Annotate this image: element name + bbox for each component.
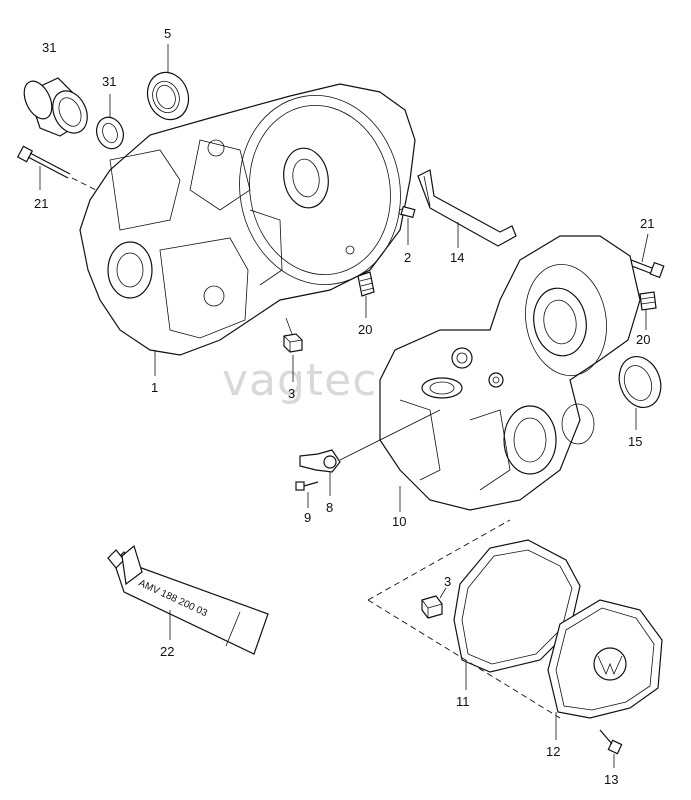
label-part-14: 14 — [450, 250, 464, 265]
label-part-11: 11 — [456, 694, 470, 709]
label-part-3-upper: 3 — [288, 386, 295, 401]
plug-part-20-right — [639, 291, 657, 330]
sensor-part-8 — [299, 449, 341, 496]
label-part-20-right: 20 — [636, 332, 650, 347]
bolt-part-21-left — [16, 145, 105, 195]
bell-housing-part-1 — [79, 83, 416, 376]
seal-part-15 — [618, 356, 662, 430]
block-part-3-lower — [421, 587, 447, 619]
label-part-8: 8 — [326, 500, 333, 515]
label-part-12: 12 — [546, 744, 560, 759]
label-part-13: 13 — [604, 772, 618, 787]
bearing-sleeve-part-31 — [23, 77, 88, 137]
label-part-3-lower: 3 — [444, 574, 451, 589]
label-part-31b: 31 — [102, 74, 116, 89]
cover-part-12 — [547, 599, 663, 740]
pin-part-2 — [400, 205, 416, 245]
part-number-labels: 31 31 5 21 1 3 2 20 14 21 20 15 9 8 10 2… — [34, 26, 654, 787]
label-part-21-right: 21 — [640, 216, 654, 231]
label-part-31a: 31 — [42, 40, 56, 55]
plug-part-20-left — [357, 271, 375, 318]
label-part-10: 10 — [392, 514, 406, 529]
label-part-5: 5 — [164, 26, 171, 41]
dashed-leader-frame — [367, 519, 561, 719]
sealant-tube-part-22 — [107, 544, 269, 655]
bracket-part-14 — [417, 169, 517, 248]
gearbox-housing-part-10 — [379, 235, 641, 512]
label-part-2: 2 — [404, 250, 411, 265]
block-part-3-upper — [283, 317, 303, 382]
bolt-part-9 — [295, 481, 319, 508]
bearing-ring-part-31 — [96, 94, 124, 150]
label-part-22: 22 — [160, 644, 174, 659]
label-part-20-left: 20 — [358, 322, 372, 337]
seal-part-5 — [146, 44, 190, 121]
label-part-1: 1 — [151, 380, 158, 395]
label-part-9: 9 — [304, 510, 311, 525]
label-part-15: 15 — [628, 434, 642, 449]
screw-part-13 — [599, 729, 623, 768]
label-part-21-left: 21 — [34, 196, 48, 211]
